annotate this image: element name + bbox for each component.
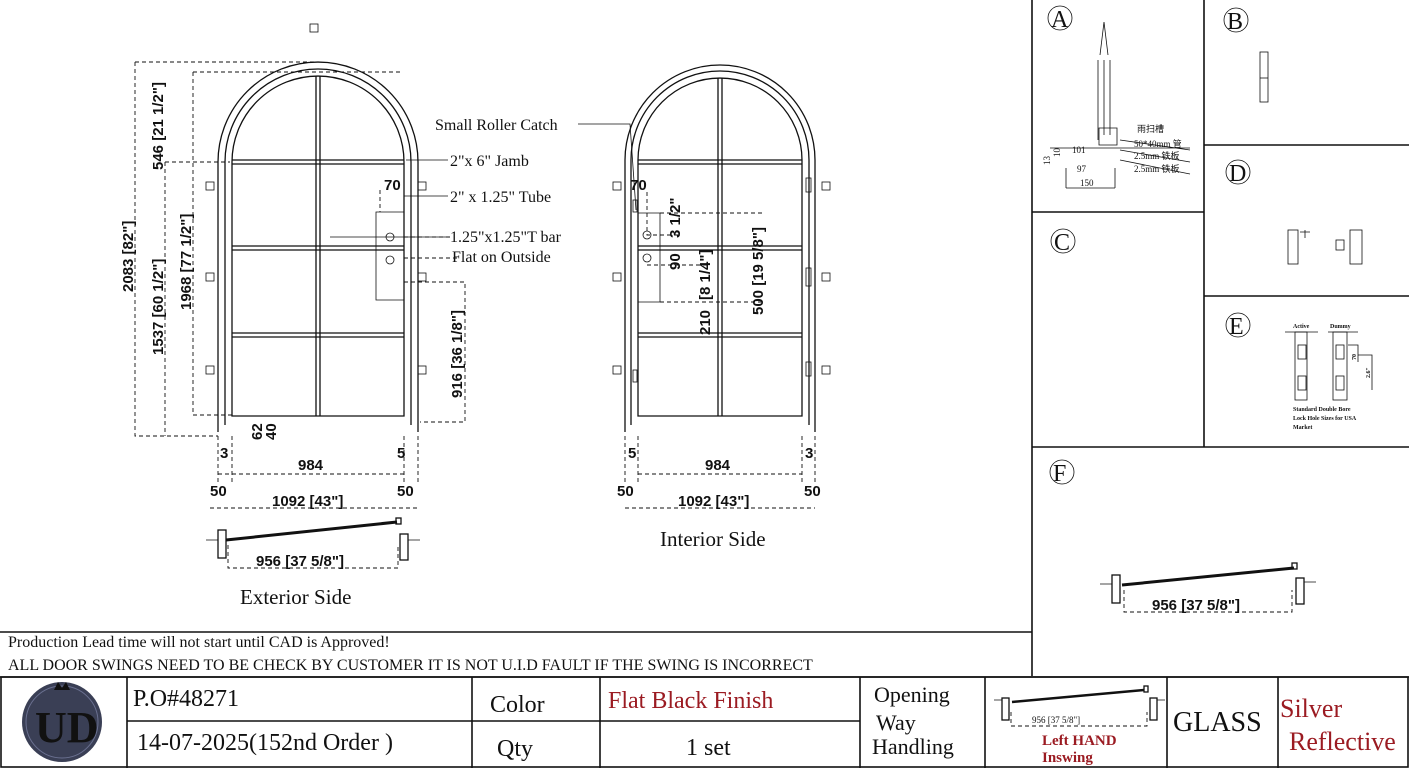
detail-d-circle: [1225, 159, 1251, 185]
dim-arch-height: 546 [21 1/2"]: [150, 82, 167, 170]
detail-f-swing-width: 956 [37 5/8"]: [1152, 597, 1240, 614]
exterior-side-title: Exterior Side: [240, 585, 351, 609]
detail-e-caption-2: Lock Hole Sizes for USA: [1293, 416, 1357, 422]
detail-a-note-4: 2.5mm 铁板: [1134, 163, 1180, 174]
detail-a-dim-10: 10: [1052, 148, 1062, 158]
dim-int-500: 500 [19 5/8"]: [750, 227, 767, 315]
detail-e-lock-bores: [1285, 331, 1373, 401]
detail-e-dim-2-6: 2.6": [1366, 367, 1372, 378]
interior-door-elevation: [612, 64, 831, 509]
dim-gap-right: 5: [397, 445, 405, 462]
detail-f-circle: [1049, 459, 1075, 485]
dim-int-3-half: 3 1/2": [667, 198, 684, 238]
detail-b-profile: [1259, 51, 1269, 103]
glass-label: GLASS: [1173, 707, 1262, 738]
interior-side-title: Interior Side: [660, 527, 766, 551]
dim-leg-height: 1537 [60 1/2"]: [150, 259, 167, 355]
dim-int-210: 210: [697, 310, 714, 335]
opening-label-3: Handling: [872, 734, 954, 759]
glass-value-2: Reflective: [1289, 727, 1396, 756]
note-lead-time: Production Lead time will not start unti…: [8, 634, 390, 651]
dim-int-8-quarter: [8 1/4"]: [697, 250, 714, 300]
detail-d-profile: [1287, 229, 1363, 265]
detail-a-note-1: 雨扫槽: [1137, 123, 1164, 134]
dim-jamb-left: 50: [210, 483, 227, 500]
title-swing-plan: [994, 685, 1165, 727]
opening-label-1: Opening: [874, 682, 950, 707]
exterior-swing-plan: [206, 517, 420, 569]
callout-flat: Flat on Outside: [452, 249, 551, 266]
note-door-swings: ALL DOOR SWINGS NEED TO BE CHECK BY CUST…: [8, 657, 813, 674]
qty-value: 1 set: [686, 735, 731, 761]
dim-gap-left: 3: [220, 445, 228, 462]
callout-tube: 2" x 1.25" Tube: [450, 189, 551, 206]
title-block-grid: [0, 676, 1409, 768]
detail-e-active: Active: [1293, 324, 1310, 330]
detail-b-label: B: [1227, 9, 1243, 35]
detail-a-dim-97: 97: [1077, 164, 1087, 174]
detail-e-caption-1: Standard Double Bore: [1293, 407, 1351, 413]
callout-jamb: 2"x 6" Jamb: [450, 153, 529, 170]
company-logo: UD: [22, 682, 102, 762]
detail-e-label: E: [1229, 314, 1244, 340]
dim-62: 62: [249, 423, 266, 440]
dim-int-gap-left: 5: [628, 445, 636, 462]
dim-int-gap-right: 3: [805, 445, 813, 462]
detail-e-caption-3: Market: [1293, 425, 1312, 431]
detail-e-dummy: Dummy: [1330, 324, 1351, 330]
dim-int-90: 90: [667, 253, 684, 270]
detail-e-circle: [1225, 312, 1251, 338]
qty-label: Qty: [497, 736, 533, 762]
dim-int-door-width: 984: [705, 457, 731, 474]
dim-door-height: 1968 [77 1/2"]: [178, 214, 195, 310]
dim-int-overall-width: 1092 [43"]: [678, 493, 749, 510]
detail-a-dim-13: 13: [1042, 156, 1052, 166]
dim-40: 40: [263, 423, 280, 440]
detail-e-dim-70: 70: [1352, 354, 1358, 360]
detail-c-label: C: [1054, 230, 1070, 256]
detail-c-circle: [1050, 228, 1076, 254]
callout-tbar: 1.25"x1.25"T bar: [450, 229, 562, 246]
handing-line-1: Left HAND: [1042, 733, 1117, 749]
opening-label-2: Way: [876, 710, 916, 735]
title-swing-width: 956 [37 5/8"]: [1032, 715, 1080, 725]
detail-a-note-2: 50*40mm 管: [1134, 138, 1182, 149]
hinge-tabs: [205, 23, 427, 375]
exterior-door-elevation: [134, 23, 637, 509]
detail-a-dim-101: 101: [1072, 145, 1086, 155]
detail-a: [1047, 5, 1191, 189]
dim-jamb-right: 50: [397, 483, 414, 500]
dim-total-height: 2083 [82"]: [120, 221, 137, 292]
dim-swing-width: 956 [37 5/8"]: [256, 553, 344, 570]
detail-a-note-3: 2.5mm 铁板: [1134, 150, 1180, 161]
sheet-borders: [0, 0, 1409, 678]
dim-int-jamb-left: 50: [617, 483, 634, 500]
dim-overall-width: 1092 [43"]: [272, 493, 343, 510]
dim-door-width: 984: [298, 457, 324, 474]
detail-f-swing-plan: [1100, 562, 1316, 613]
po-number: P.O#48271: [133, 686, 239, 712]
dim-int-backset: 70: [630, 177, 647, 194]
dim-backset: 70: [384, 177, 401, 194]
callout-roller-catch: Small Roller Catch: [435, 117, 558, 134]
dim-lock-height: 916 [36 1/8"]: [449, 310, 466, 398]
detail-d-label: D: [1229, 161, 1246, 187]
dim-int-jamb-right: 50: [804, 483, 821, 500]
handing-line-2: Inswing: [1042, 750, 1093, 766]
color-value: Flat Black Finish: [608, 688, 773, 714]
detail-a-dim-150: 150: [1080, 178, 1094, 188]
detail-b-circle: [1223, 7, 1249, 33]
glass-value-1: Silver: [1280, 694, 1342, 723]
svg-text:UD: UD: [35, 703, 99, 752]
detail-a-label: A: [1051, 7, 1069, 33]
order-date: 14-07-2025(152nd Order ): [137, 730, 393, 756]
color-label: Color: [490, 692, 545, 718]
detail-f-label: F: [1053, 461, 1066, 487]
